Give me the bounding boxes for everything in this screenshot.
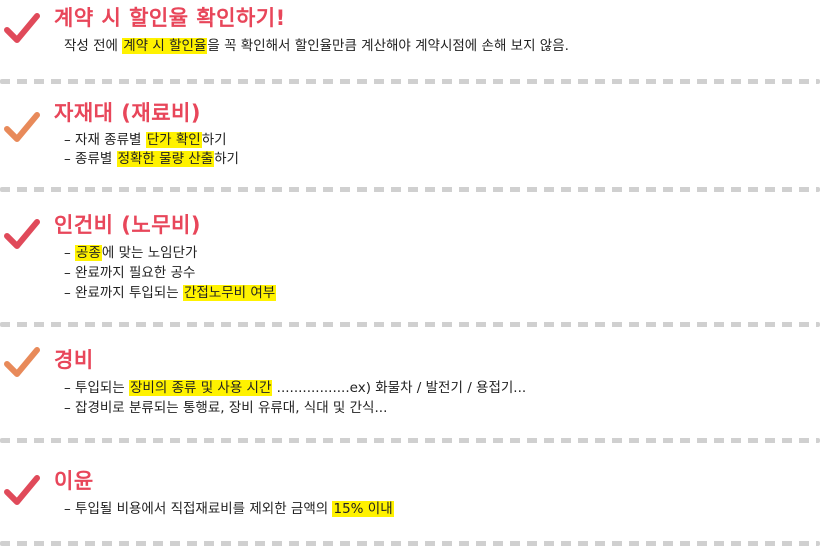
- highlight-text: 계약 시 할인율: [122, 38, 208, 54]
- line-text: 을 꼭 확인해서 할인율만큼 계산해야 계약시점에 손해 보지 않음.: [207, 38, 569, 54]
- line-text: – 잡경비로 분류되는 통행료, 장비 유류대, 식대 및 간식...: [64, 400, 388, 416]
- line-text: – 자재 종류별: [64, 132, 146, 148]
- section-line: – 완료까지 투입되는 간접노무비 여부: [64, 284, 277, 303]
- line-text: –: [64, 245, 76, 261]
- line-text: – 완료까지 투입되는: [64, 285, 183, 301]
- line-text: 작성 전에: [64, 38, 123, 54]
- section-line: – 공종에 맞는 노임단가: [64, 244, 197, 263]
- section-line: – 잡경비로 분류되는 통행료, 장비 유류대, 식대 및 간식...: [64, 399, 387, 418]
- line-text: 하기: [201, 132, 227, 148]
- highlight-text: 단가 확인: [145, 132, 202, 148]
- section-line: – 자재 종류별 단가 확인하기: [64, 131, 227, 150]
- line-text: – 투입되는: [64, 380, 130, 396]
- check-icon: [4, 475, 40, 505]
- section-title: 계약 시 할인율 확인하기!: [54, 6, 286, 30]
- check-icon: [4, 219, 40, 249]
- line-text: – 완료까지 필요한 공수: [64, 265, 196, 281]
- highlight-text: 15% 이내: [332, 501, 394, 517]
- dashed-divider: [0, 541, 820, 546]
- dashed-divider: [0, 438, 820, 443]
- section-line: – 투입되는 장비의 종류 및 사용 시간 .................e…: [64, 379, 526, 398]
- line-text: – 투입될 비용에서 직접재료비를 제외한 금액의: [64, 501, 333, 517]
- line-text: – 종류별: [64, 151, 117, 167]
- section-title: 인건비 (노무비): [54, 213, 201, 237]
- check-icon: [4, 112, 40, 142]
- line-text: .................ex) 화물차 / 발전기 / 용접기...: [272, 380, 527, 396]
- highlight-text: 정확한 물량 산출: [116, 151, 215, 167]
- highlight-text: 공종: [75, 245, 102, 261]
- highlight-text: 간접노무비 여부: [182, 285, 277, 301]
- check-icon: [4, 347, 40, 377]
- section-line: – 투입될 비용에서 직접재료비를 제외한 금액의 15% 이내: [64, 500, 394, 519]
- dashed-divider: [0, 187, 820, 192]
- section-title: 이윤: [54, 469, 94, 493]
- check-icon: [4, 13, 40, 43]
- section-line: 작성 전에 계약 시 할인율을 꼭 확인해서 할인율만큼 계산해야 계약시점에 …: [64, 37, 569, 56]
- line-text: 하기: [214, 151, 239, 167]
- line-text: 에 맞는 노임단가: [101, 245, 198, 261]
- highlight-text: 장비의 종류 및 사용 시간: [129, 380, 273, 396]
- dashed-divider: [0, 79, 820, 84]
- section-title: 경비: [54, 348, 94, 372]
- section-title: 자재대 (재료비): [54, 101, 201, 125]
- section-line: – 완료까지 필요한 공수: [64, 264, 195, 283]
- section-line: – 종류별 정확한 물량 산출하기: [64, 150, 239, 169]
- dashed-divider: [0, 322, 820, 327]
